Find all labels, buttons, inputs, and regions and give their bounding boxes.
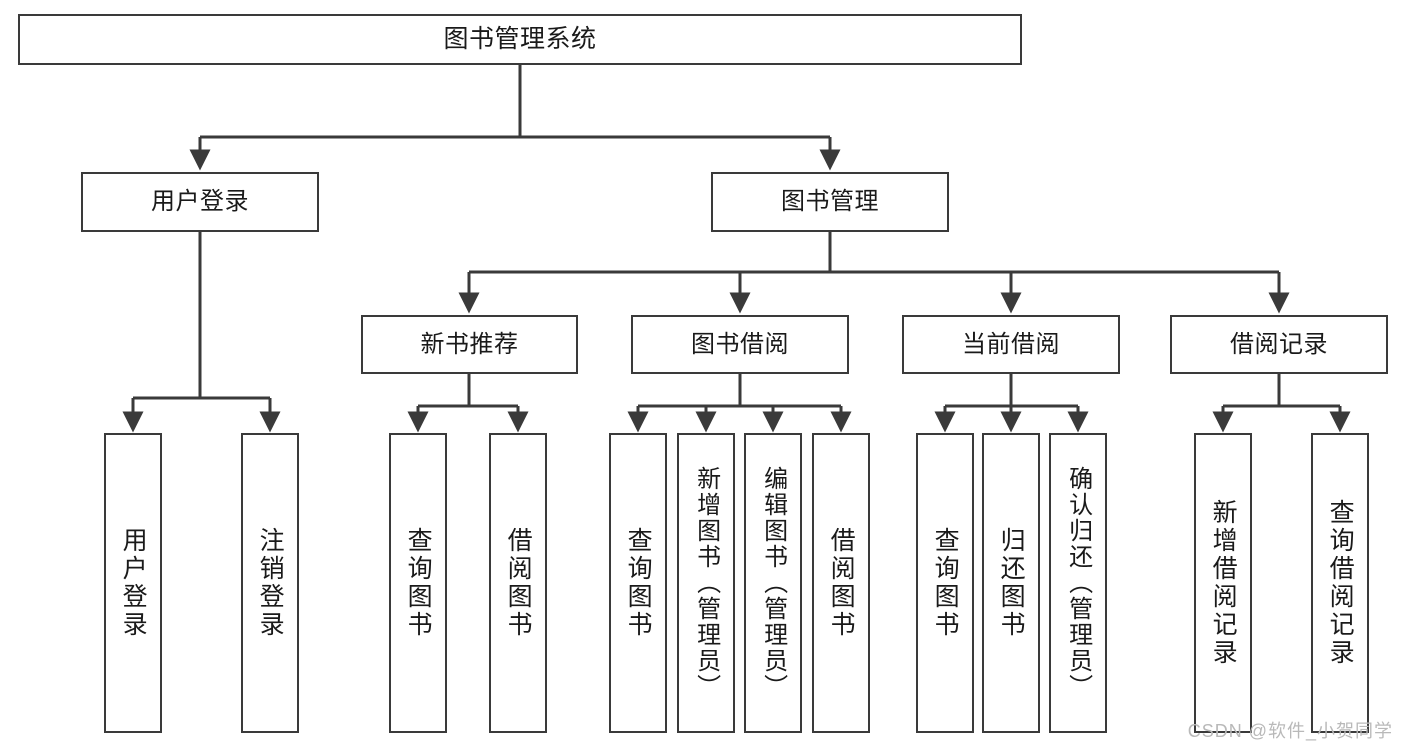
leaf-user-logout[interactable]: 注销登录 [241, 433, 299, 733]
watermark-text: CSDN @软件_小贺同学 [1187, 721, 1393, 741]
node-book-borrow[interactable]: 图书借阅 [631, 315, 849, 374]
leaf-current-query-book[interactable]: 查询图书 [916, 433, 974, 733]
node-label: 注销登录 [256, 527, 285, 639]
node-new-book-recommend[interactable]: 新书推荐 [361, 315, 578, 374]
node-label: 查询图书 [624, 527, 653, 639]
node-label: 用户登录 [119, 527, 148, 639]
node-label: 图书管理 [781, 188, 879, 216]
leaf-record-query-borrow-record[interactable]: 查询借阅记录 [1311, 433, 1369, 733]
node-label: 当前借阅 [962, 330, 1060, 358]
node-label: 用户登录 [151, 188, 249, 216]
leaf-record-add-borrow-record[interactable]: 新增借阅记录 [1194, 433, 1252, 733]
leaf-newbook-borrow-book[interactable]: 借阅图书 [489, 433, 547, 733]
node-borrow-record[interactable]: 借阅记录 [1170, 315, 1388, 374]
node-label: 借阅记录 [1230, 330, 1328, 358]
leaf-borrow-edit-book-admin[interactable]: 编辑图书（管理员） [744, 433, 802, 733]
node-label: 借阅图书 [504, 527, 533, 639]
leaf-user-login[interactable]: 用户登录 [104, 433, 162, 733]
node-user-login[interactable]: 用户登录 [81, 172, 319, 232]
node-book-management[interactable]: 图书管理 [711, 172, 949, 232]
node-label: 借阅图书 [827, 527, 856, 639]
node-current-borrow[interactable]: 当前借阅 [902, 315, 1120, 374]
node-label: 图书管理系统 [443, 25, 597, 54]
node-label: 查询图书 [931, 527, 960, 639]
node-label: 编辑图书（管理员） [759, 466, 787, 700]
leaf-borrow-add-book-admin[interactable]: 新增图书（管理员） [677, 433, 735, 733]
node-root-library-system[interactable]: 图书管理系统 [18, 14, 1022, 65]
node-label: 新增图书（管理员） [692, 466, 720, 700]
node-label: 查询借阅记录 [1326, 499, 1355, 667]
leaf-borrow-borrow-book[interactable]: 借阅图书 [812, 433, 870, 733]
leaf-newbook-query-book[interactable]: 查询图书 [389, 433, 447, 733]
leaf-borrow-query-book[interactable]: 查询图书 [609, 433, 667, 733]
node-label: 查询图书 [404, 527, 433, 639]
node-label: 确认归还（管理员） [1064, 466, 1092, 700]
node-label: 新增借阅记录 [1209, 499, 1238, 667]
leaf-current-confirm-return-admin[interactable]: 确认归还（管理员） [1049, 433, 1107, 733]
leaf-current-return-book[interactable]: 归还图书 [982, 433, 1040, 733]
node-label: 图书借阅 [691, 330, 789, 358]
node-label: 归还图书 [997, 527, 1026, 639]
node-label: 新书推荐 [420, 330, 519, 358]
